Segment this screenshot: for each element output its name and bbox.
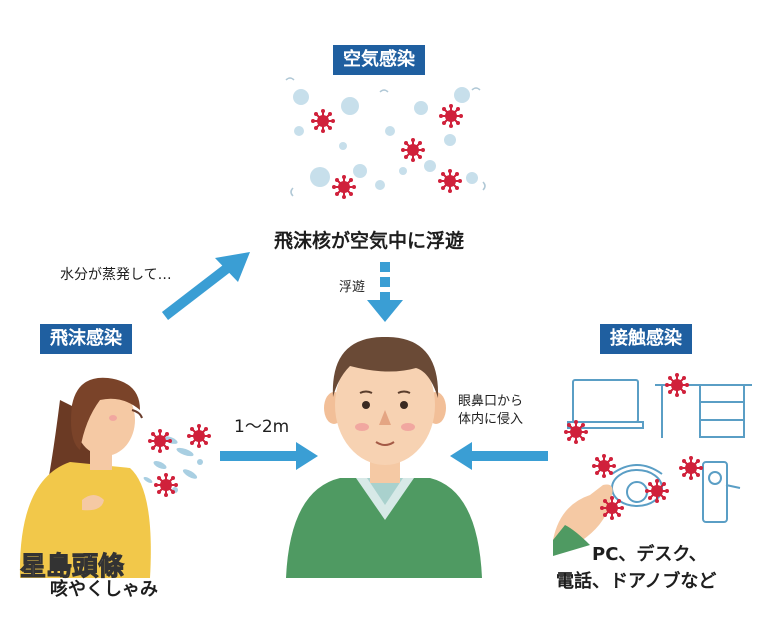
float-label: 浮遊 [339,280,366,295]
airborne-caption: 飛沫核が空気中に浮遊 [274,230,465,252]
watermark-logo: 星島頭條 [19,552,125,583]
virus-door [678,455,704,481]
tag-contact: 接触感染 [600,324,692,354]
tag-droplet: 飛沫感染 [40,324,132,354]
airborne-particles [285,77,486,200]
virus-hand-b [599,495,625,521]
woman-illustration [19,377,151,578]
arrow-contact-left [450,442,548,470]
distance-label: 1〜2m [234,417,290,437]
arrow-float-down [367,262,403,322]
arrow-droplet-right [220,442,318,470]
entry-label: 眼鼻口から 体内に侵入 [458,393,523,429]
contact-hand [553,484,613,556]
man-illustration [286,336,482,578]
entry-label-line1: 眼鼻口から [458,394,524,409]
arrow-evaporate [161,252,250,320]
virus-phone [644,478,670,504]
virus-hand-a [591,453,617,479]
evaporate-label: 水分が蒸発して… [60,267,172,283]
cough-label: 咳やくしゃみ [50,579,158,600]
virus-desk [664,372,690,398]
virus-pc [563,419,589,445]
tag-airborne: 空気感染 [333,45,425,75]
contact-objects-line1: PC、デスク、 [592,544,707,565]
entry-label-line2: 体内に侵入 [458,412,524,427]
contact-objects-line2: 電話、ドアノブなど [556,571,717,592]
cough-droplets [143,423,212,498]
